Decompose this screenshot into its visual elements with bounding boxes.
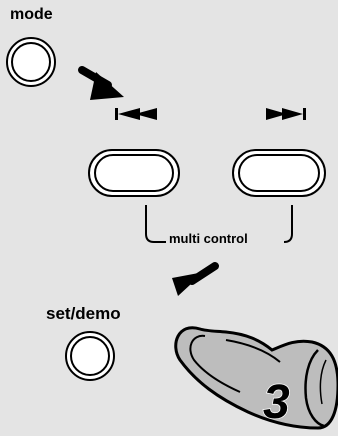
- step-number: 3: [263, 376, 290, 429]
- multi-control-label: multi control: [166, 231, 251, 246]
- set-demo-label: set/demo: [46, 304, 121, 323]
- skip-next-icon: [266, 108, 306, 120]
- set-demo-button[interactable]: [65, 331, 115, 381]
- multi-control-previous-button[interactable]: [88, 149, 180, 197]
- pointing-hand-icon: 3: [174, 326, 338, 430]
- mode-label: mode: [10, 6, 53, 23]
- arrow-down-left-icon: [172, 262, 219, 296]
- multi-control-next-button[interactable]: [232, 149, 326, 197]
- arrow-down-right-icon: [78, 66, 124, 100]
- skip-previous-icon: [115, 108, 157, 120]
- mode-button[interactable]: [6, 37, 56, 87]
- multi-control-bracket: [145, 205, 293, 243]
